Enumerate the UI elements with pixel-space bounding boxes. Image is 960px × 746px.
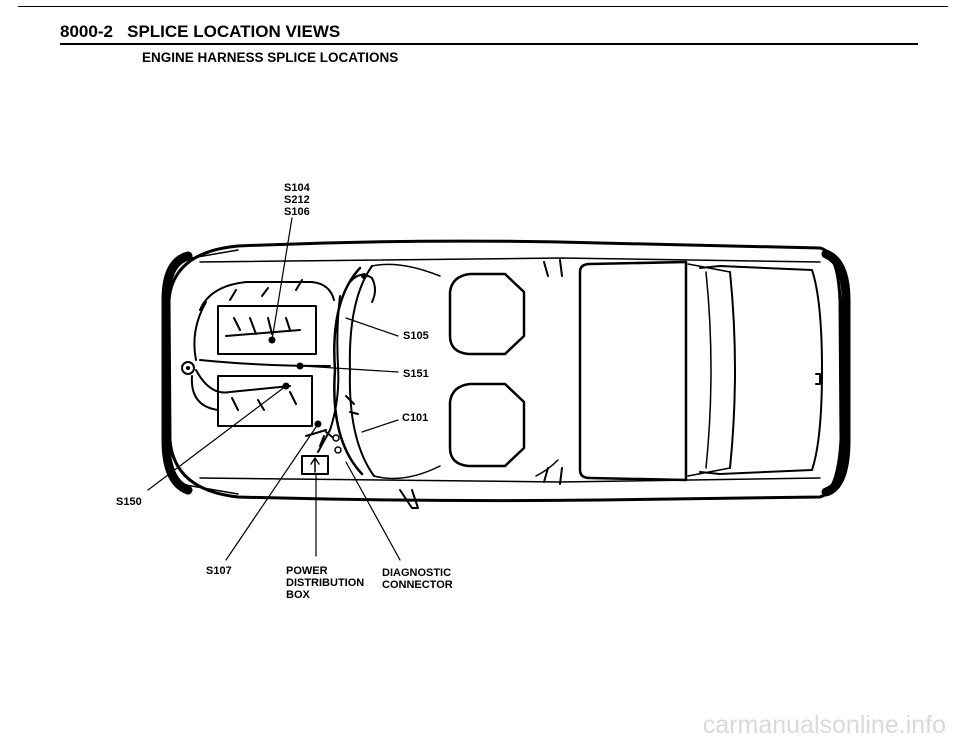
top-rule	[18, 6, 948, 7]
leader-lines	[147, 217, 401, 561]
front-bumper	[161, 251, 193, 495]
label-c101: C101	[402, 412, 429, 424]
front-seat-right	[448, 382, 526, 468]
front-seat-left	[448, 272, 526, 356]
power-distribution-box	[301, 455, 329, 475]
firewall	[333, 266, 364, 476]
label-s151: S151	[403, 368, 429, 380]
engine-component-lower	[217, 375, 313, 427]
splice-points	[268, 273, 367, 428]
page-title: SPLICE LOCATION VIEWS	[127, 22, 341, 41]
rear-bumper	[821, 249, 851, 497]
rear-seat	[578, 260, 688, 482]
label-s150: S150	[116, 496, 142, 508]
car-body-outline	[167, 239, 843, 503]
page-subtitle: ENGINE HARNESS SPLICE LOCATIONS	[142, 50, 399, 65]
engine-component-upper	[217, 305, 317, 355]
watermark: carmanualsonline.info	[702, 711, 946, 739]
label-diagnostic-connector: DIAGNOSTIC CONNECTOR	[382, 567, 453, 591]
label-power-distribution-box: POWER DISTRIBUTION BOX	[286, 565, 365, 601]
body-inner-line	[199, 257, 821, 483]
label-s104-s212-s106: S104 S212 S106	[284, 182, 310, 218]
label-s105: S105	[403, 330, 429, 342]
rear-window	[699, 265, 823, 475]
section-number: 8000-2	[60, 22, 113, 41]
page-header: 8000-2 SPLICE LOCATION VIEWS	[60, 22, 340, 42]
engine-harness-wiring	[190, 273, 376, 453]
header-rule	[60, 43, 918, 45]
label-s107: S107	[206, 565, 232, 577]
